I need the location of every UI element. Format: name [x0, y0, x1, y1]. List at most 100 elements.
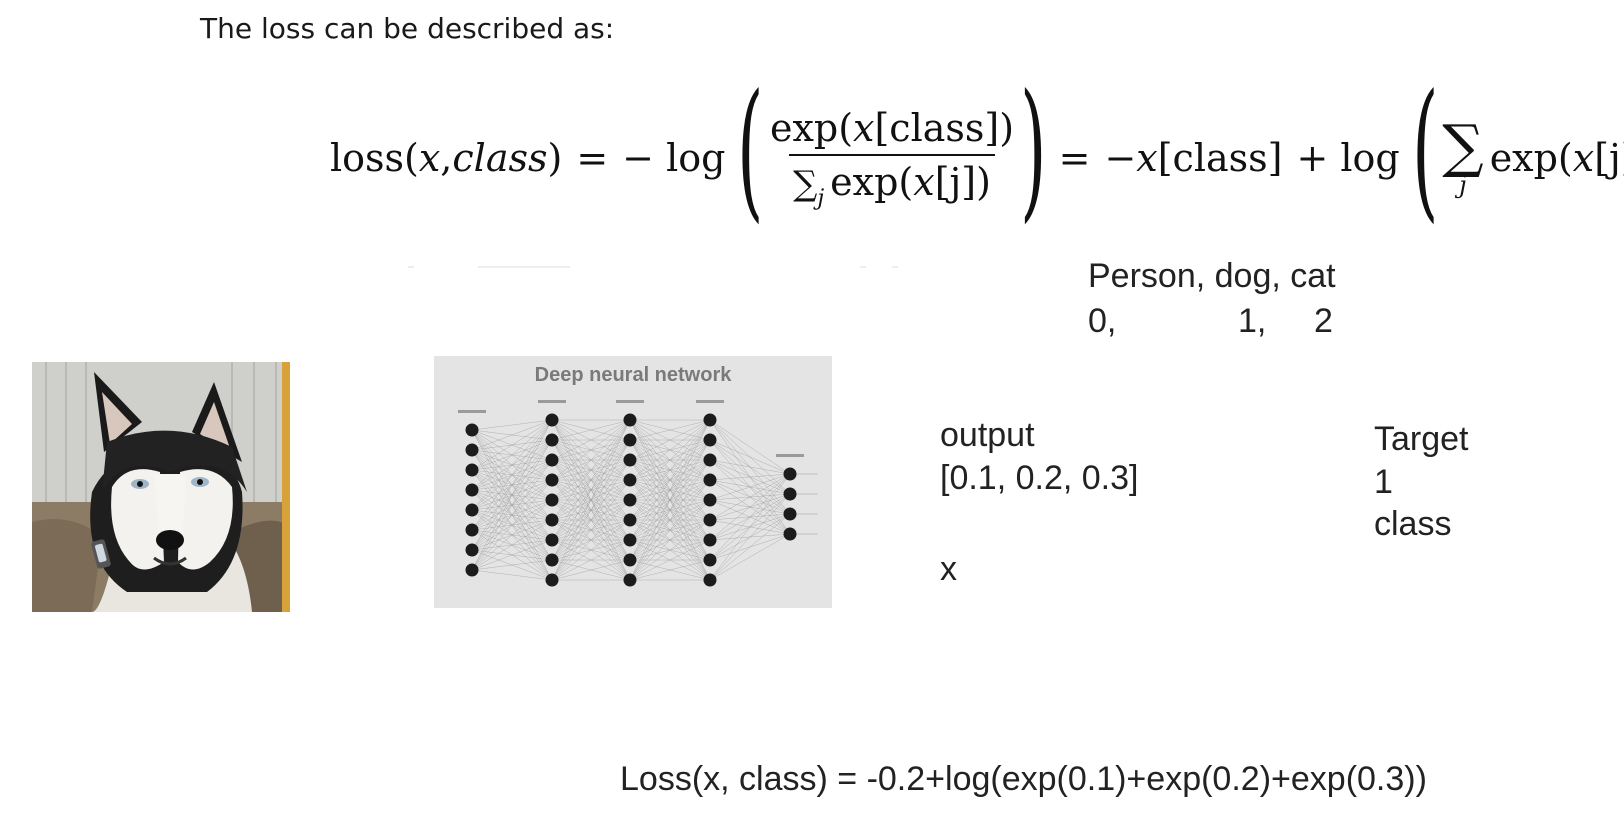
- class-id-dog: 1,: [1238, 302, 1267, 340]
- class-names: Person, dog, cat: [1088, 257, 1336, 295]
- network-edge: [471, 519, 553, 571]
- network-edge: [709, 459, 791, 475]
- network-edge: [471, 569, 553, 581]
- eq-equals-1: =: [576, 136, 609, 180]
- network-node: [623, 513, 637, 527]
- network-edge: [551, 419, 631, 541]
- network-edge: [709, 533, 791, 581]
- network-edge: [551, 439, 631, 581]
- network-edge: [709, 473, 791, 541]
- layer-caption-mark: [538, 400, 566, 403]
- network-node: [623, 433, 637, 447]
- network-edge: [551, 419, 631, 581]
- network-node: [465, 563, 479, 577]
- network-edge: [629, 539, 711, 581]
- eq-equals-2: =: [1058, 136, 1091, 180]
- network-node: [465, 523, 479, 537]
- network-node: [623, 533, 637, 547]
- network-edge: [629, 419, 711, 561]
- network-node: [545, 413, 559, 427]
- network-node: [703, 473, 717, 487]
- target-value: 1: [1374, 462, 1393, 501]
- eq-var-x: x: [418, 136, 441, 180]
- network-edge: [471, 419, 553, 431]
- eq-rhs-x2: x: [1572, 136, 1595, 180]
- network-edge: [709, 473, 791, 561]
- target-class: class: [1374, 505, 1452, 543]
- eq-rhs-neg: −: [1104, 136, 1137, 180]
- x-label: x: [940, 550, 957, 588]
- network-node: [465, 483, 479, 497]
- network-node: [465, 423, 479, 437]
- layer-caption-mark: [616, 400, 644, 403]
- network-edge: [709, 473, 791, 581]
- network-edge: [551, 499, 631, 581]
- network-edge: [629, 419, 711, 481]
- network-edge: [471, 419, 553, 531]
- network-edge: [471, 419, 553, 471]
- class-id-cat: 2: [1314, 302, 1333, 340]
- sum-operator: ∑ j: [1442, 112, 1484, 199]
- network-edge: [629, 499, 711, 581]
- network-edge: [629, 419, 711, 461]
- network-edge: [709, 473, 791, 501]
- network-node: [623, 473, 637, 487]
- output-block: output [0.1, 0.2, 0.3]: [940, 414, 1138, 499]
- network-node: [545, 573, 559, 587]
- network-edge: [471, 479, 553, 571]
- target-label: Target: [1374, 420, 1469, 458]
- network-diagram: [458, 400, 818, 587]
- loss-calculation: Loss(x, class) = -0.2+log(exp(0.1)+exp(0…: [620, 760, 1427, 798]
- network-edge: [629, 419, 711, 501]
- network-node: [545, 453, 559, 467]
- network-node: [465, 503, 479, 517]
- eq-rhs-class: [class]: [1157, 136, 1283, 180]
- network-node: [783, 507, 797, 521]
- big-right-paren: ): [1020, 63, 1047, 237]
- network-node: [703, 433, 717, 447]
- eq-rhs-plus-log: + log: [1296, 136, 1400, 180]
- network-edge: [471, 419, 553, 551]
- eq-rhs-exp: exp(: [1489, 136, 1573, 180]
- network-node: [545, 433, 559, 447]
- eq-rhs-j: [j]): [1594, 136, 1624, 180]
- network-edge: [629, 439, 711, 581]
- network-node: [703, 533, 717, 547]
- big-left-paren: (: [737, 63, 764, 237]
- big-left-paren-2: (: [1411, 63, 1439, 237]
- network-edge: [551, 419, 631, 441]
- network-title: Deep neural network: [534, 364, 732, 386]
- network-edge: [471, 539, 553, 571]
- network-edge: [471, 419, 553, 511]
- layer-caption-mark: [458, 410, 486, 413]
- network-node: [465, 463, 479, 477]
- network-edge: [709, 473, 791, 521]
- network-node: [545, 493, 559, 507]
- network-edge: [471, 439, 553, 571]
- network-node: [783, 527, 797, 541]
- network-node: [623, 453, 637, 467]
- network-edge: [471, 419, 553, 491]
- network-edge: [629, 419, 711, 441]
- network-edge: [551, 539, 631, 581]
- eq-comma: ,: [440, 136, 453, 180]
- network-edge: [709, 513, 791, 581]
- network-edge: [471, 499, 553, 571]
- network-node: [783, 467, 797, 481]
- eq-rhs-x: x: [1136, 136, 1158, 180]
- output-values: [0.1, 0.2, 0.3]: [940, 458, 1139, 497]
- network-edge: [629, 519, 711, 581]
- loss-equation: loss( x , class ) = − log ( exp(x[class]…: [330, 75, 1624, 228]
- network-node: [623, 553, 637, 567]
- network-node: [703, 553, 717, 567]
- network-node: [545, 513, 559, 527]
- network-edge: [709, 473, 791, 481]
- network-edge: [551, 459, 631, 581]
- network-edge: [551, 479, 631, 581]
- network-edge: [471, 419, 553, 571]
- target-block: Target 1 class: [1374, 418, 1469, 546]
- network-edge: [551, 419, 631, 561]
- network-node: [703, 513, 717, 527]
- network-edge: [629, 419, 711, 581]
